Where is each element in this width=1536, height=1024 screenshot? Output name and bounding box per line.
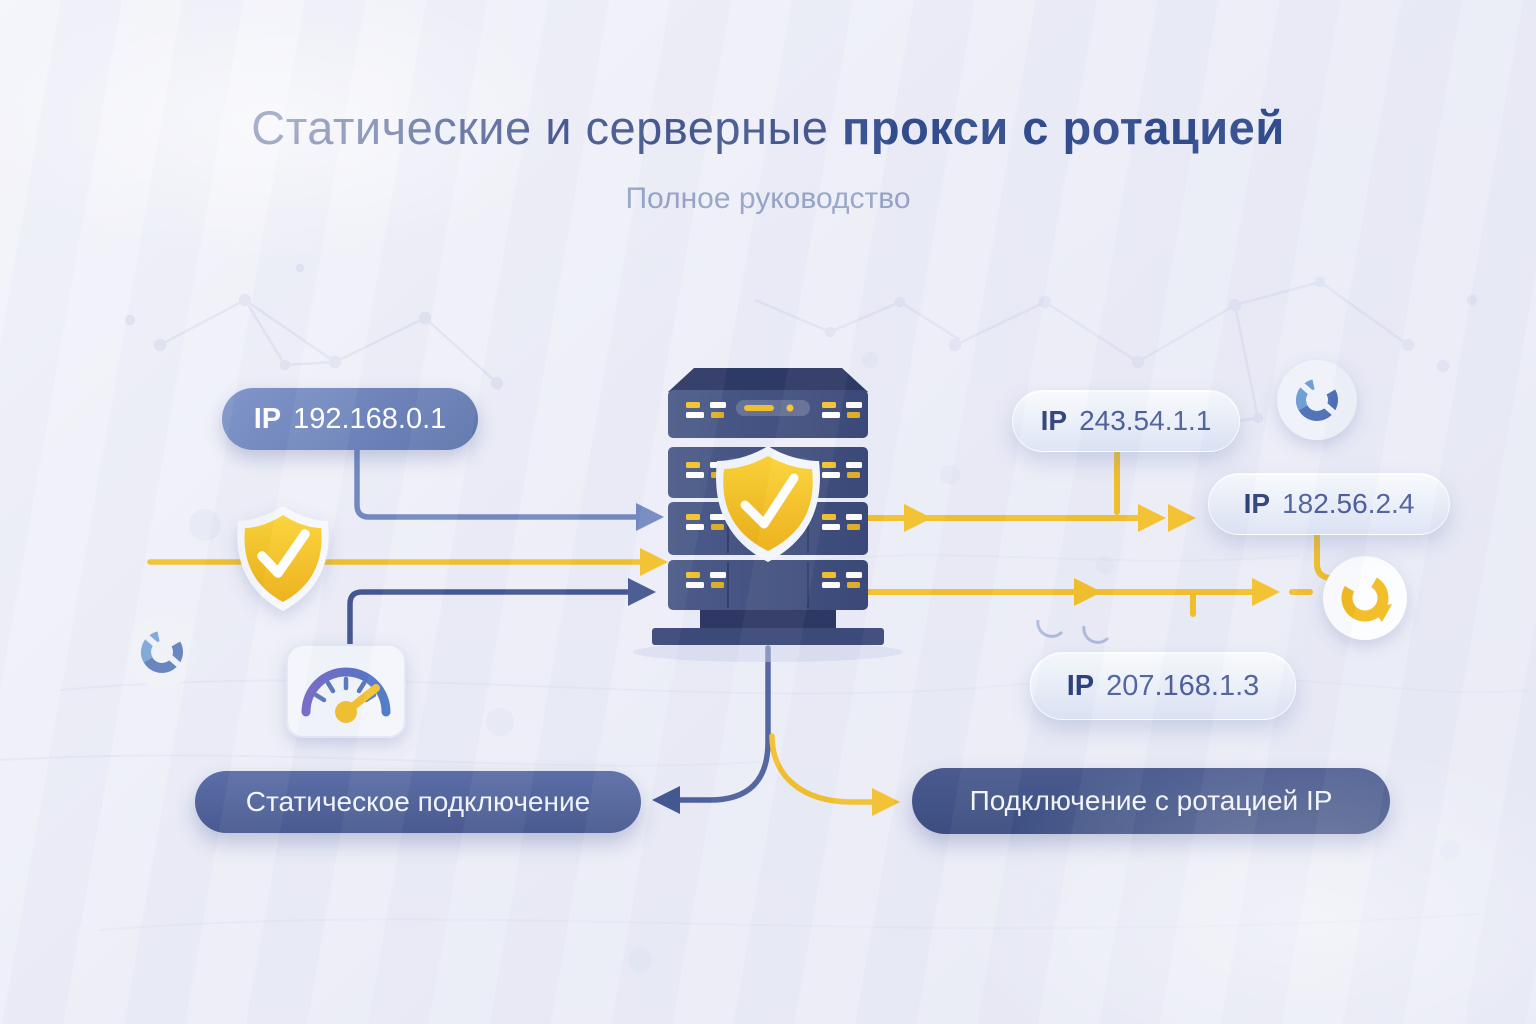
ip-badge-rotation-3: IP 207.168.1.3 xyxy=(1030,652,1296,720)
ip-prefix: IP xyxy=(1243,488,1271,519)
bottom-split-connector xyxy=(652,645,900,816)
page-title-bold: прокси с ротацией xyxy=(841,101,1285,154)
ip-value: 192.168.0.1 xyxy=(293,402,447,435)
ip-prefix: IP xyxy=(1040,405,1068,436)
ip-prefix: IP xyxy=(253,402,282,435)
static-ip-connector xyxy=(354,447,664,531)
static-connection-label: Статическое подключение xyxy=(195,771,641,833)
shield-connector xyxy=(147,548,668,576)
page-title: Статические и серверные прокси с ротацие… xyxy=(0,100,1536,155)
decorative-arcs xyxy=(1036,619,1110,644)
rotation-connector-top xyxy=(865,449,1196,532)
background-network-decoration xyxy=(124,263,1478,438)
speed-connector xyxy=(347,578,656,653)
rotation-connector-bottom xyxy=(865,532,1332,617)
shield-check-icon xyxy=(237,506,329,611)
ip-prefix: IP xyxy=(1066,669,1095,702)
ip-rotate-icon xyxy=(1323,556,1407,640)
page-title-regular: Статические и серверные xyxy=(251,101,829,154)
speedometer-icon xyxy=(286,644,406,738)
ip-value: 207.168.1.3 xyxy=(1106,669,1260,702)
ip-badge-static-source: IP 192.168.0.1 xyxy=(222,388,478,450)
sync-rotation-icon xyxy=(1277,360,1357,440)
ip-badge-rotation-1: IP 243.54.1.1 xyxy=(1012,390,1240,452)
ip-value: 182.56.2.4 xyxy=(1282,488,1415,519)
sync-rotation-icon xyxy=(126,616,198,688)
ip-value: 243.54.1.1 xyxy=(1079,405,1212,436)
page-subtitle: Полное руководство xyxy=(625,182,911,215)
ip-badge-rotation-2: IP 182.56.2.4 xyxy=(1208,473,1450,535)
shield-check-icon xyxy=(716,446,820,562)
rotation-connection-label: Подключение с ротацией IP xyxy=(912,768,1390,834)
